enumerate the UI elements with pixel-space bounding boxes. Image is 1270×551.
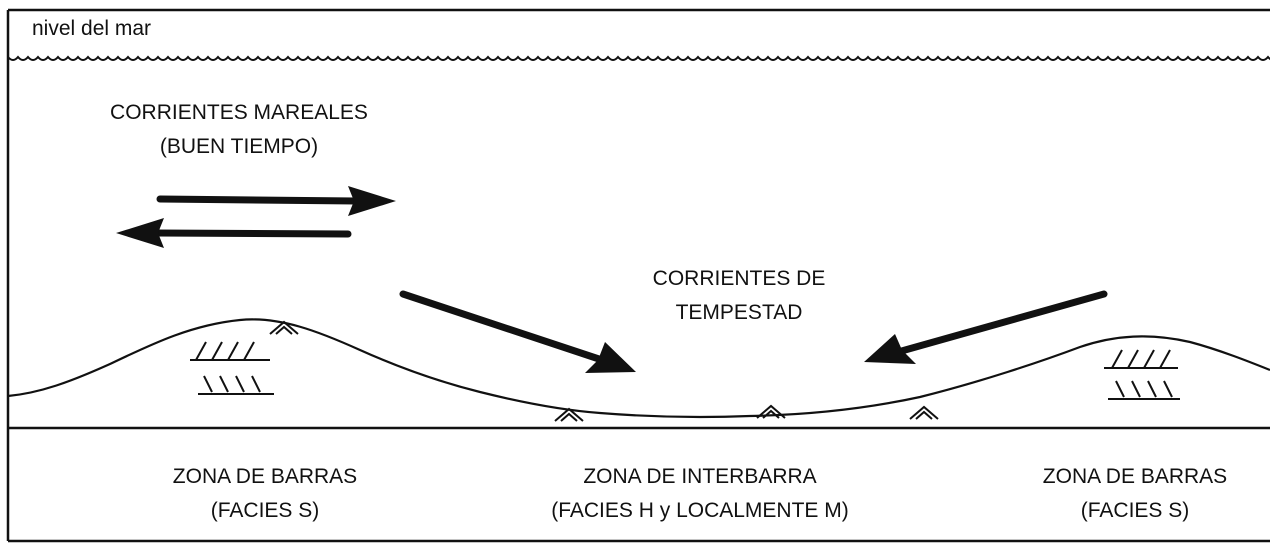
zone-middle-label: ZONA DE INTERBARRA (FACIES H y LOCALMENT…	[490, 460, 910, 528]
ripple-mark-icon	[909, 405, 939, 420]
cross-bedding-icon	[1104, 349, 1178, 369]
zone-right-facies: (FACIES S)	[1080, 499, 1190, 522]
zone-right-name: ZONA DE BARRAS	[1042, 465, 1228, 488]
tidal-current-arrow-right	[156, 186, 396, 216]
storm-currents-line1: CORRIENTES DE	[652, 267, 826, 290]
zone-middle-name: ZONA DE INTERBARRA	[583, 465, 817, 488]
sea-level-label: nivel del mar	[32, 17, 152, 40]
tidal-currents-title: CORRIENTES MAREALES	[110, 101, 368, 124]
zone-right-label: ZONA DE BARRAS (FACIES S)	[1000, 460, 1270, 528]
zone-left-facies: (FACIES S)	[210, 499, 320, 522]
cross-bedding-icon	[198, 375, 274, 395]
sea-level-wave-line	[7, 55, 1270, 61]
tidal-current-arrow-left	[116, 218, 352, 248]
sea-floor-profile	[7, 318, 1270, 419]
storm-currents-line2: TEMPESTAD	[675, 301, 803, 324]
zone-left-name: ZONA DE BARRAS	[172, 465, 358, 488]
tidal-currents-label: CORRIENTES MAREALES (BUEN TIEMPO)	[86, 96, 392, 164]
storm-currents-label: CORRIENTES DE TEMPESTAD	[606, 262, 872, 330]
zone-left-label: ZONA DE BARRAS (FACIES S)	[130, 460, 400, 528]
storm-current-arrow-left	[399, 290, 636, 373]
tidal-currents-subtitle: (BUEN TIEMPO)	[159, 135, 319, 158]
zone-middle-facies: (FACIES H y LOCALMENTE M)	[551, 499, 849, 522]
ripple-mark-icon	[269, 320, 299, 335]
storm-current-arrow-right	[864, 290, 1108, 364]
cross-bedding-icon	[1108, 380, 1180, 400]
ripple-mark-icon	[756, 404, 786, 419]
cross-bedding-icon	[190, 341, 270, 361]
ripple-mark-icon	[554, 407, 584, 422]
